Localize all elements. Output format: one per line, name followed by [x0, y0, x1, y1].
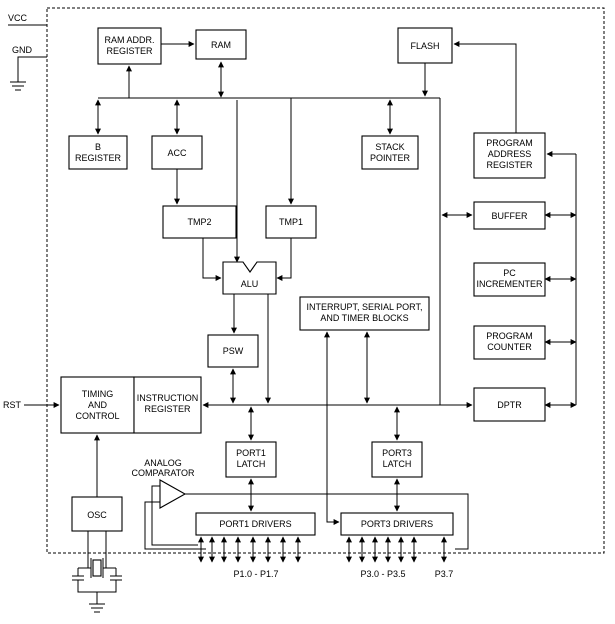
timing-and-control-block: TIMING AND CONTROL: [60, 376, 135, 434]
ram-addr-register-block: RAM ADDR. REGISTER: [97, 27, 162, 65]
p3-pin-label: P3.0 - P3.5: [360, 569, 405, 579]
svg-text:ALU: ALU: [241, 279, 259, 289]
svg-text:CONTROL: CONTROL: [75, 411, 119, 421]
svg-text:PROGRAM: PROGRAM: [486, 138, 533, 148]
interrupt-serial-timer-block: INTERRUPT, SERIAL PORT, AND TIMER BLOCKS: [299, 296, 430, 331]
svg-text:ADDRESS: ADDRESS: [488, 149, 532, 159]
port3-pins: [346, 536, 447, 563]
svg-text:PROGRAM: PROGRAM: [486, 331, 533, 341]
port1-latch-block: PORT1 LATCH: [225, 441, 277, 478]
svg-text:TMP1: TMP1: [279, 217, 303, 227]
rst-input: RST: [3, 400, 60, 410]
svg-text:PORT3 DRIVERS: PORT3 DRIVERS: [361, 519, 433, 529]
vcc-rail: VCC: [8, 13, 47, 26]
crystal-circuit: [72, 531, 122, 613]
svg-text:AND TIMER BLOCKS: AND TIMER BLOCKS: [320, 313, 408, 323]
svg-text:ANALOG: ANALOG: [144, 458, 182, 468]
p37-pin-label: P3.7: [435, 569, 454, 579]
svg-text:PC: PC: [503, 268, 516, 278]
dptr-block: DPTR: [473, 387, 546, 422]
svg-text:ACC: ACC: [167, 148, 187, 158]
svg-text:PORT1: PORT1: [236, 448, 266, 458]
svg-text:BUFFER: BUFFER: [492, 211, 529, 221]
program-bus: [544, 151, 577, 408]
gnd-rail: GND: [10, 45, 47, 91]
svg-text:FLASH: FLASH: [410, 41, 439, 51]
internal-bus: [98, 97, 441, 406]
ram-block: RAM: [195, 29, 247, 60]
svg-text:TMP2: TMP2: [187, 217, 211, 227]
svg-text:COMPARATOR: COMPARATOR: [131, 468, 195, 478]
port3-drivers-block: PORT3 DRIVERS: [340, 512, 454, 536]
svg-text:LATCH: LATCH: [383, 459, 412, 469]
svg-text:REGISTER: REGISTER: [144, 404, 191, 414]
tmp1-block: TMP1: [265, 205, 317, 239]
svg-text:DPTR: DPTR: [497, 400, 522, 410]
svg-text:POINTER: POINTER: [370, 153, 411, 163]
psw-block: PSW: [207, 334, 259, 368]
instruction-register-block: INSTRUCTION REGISTER: [133, 376, 202, 434]
svg-text:B: B: [95, 142, 101, 152]
stack-pointer-block: STACK POINTER: [361, 135, 419, 170]
analog-comparator: ANALOG COMPARATOR: [131, 458, 469, 550]
program-counter-block: PROGRAM COUNTER: [473, 325, 546, 360]
svg-text:INCREMENTER: INCREMENTER: [476, 279, 543, 289]
svg-text:PSW: PSW: [223, 346, 244, 356]
svg-text:TIMING: TIMING: [82, 389, 114, 399]
svg-text:OSC: OSC: [87, 510, 107, 520]
buffer-block: BUFFER: [473, 201, 546, 230]
port1-pins: [198, 536, 301, 563]
flash-block: FLASH: [397, 27, 453, 64]
rst-label: RST: [3, 400, 22, 410]
svg-text:LATCH: LATCH: [237, 459, 266, 469]
svg-text:RAM ADDR.: RAM ADDR.: [104, 35, 154, 45]
tmp2-block: TMP2: [162, 205, 237, 239]
b-register-block: B REGISTER: [68, 135, 128, 170]
svg-text:INSTRUCTION: INSTRUCTION: [137, 393, 199, 403]
svg-text:PORT1 DRIVERS: PORT1 DRIVERS: [219, 519, 291, 529]
vcc-label: VCC: [8, 13, 28, 23]
svg-text:RAM: RAM: [211, 40, 231, 50]
port3-latch-block: PORT3 LATCH: [371, 441, 423, 478]
svg-text:REGISTER: REGISTER: [75, 153, 122, 163]
p1-pin-label: P1.0 - P1.7: [233, 569, 278, 579]
svg-text:COUNTER: COUNTER: [487, 342, 532, 352]
port1-drivers-block: PORT1 DRIVERS: [195, 512, 316, 536]
svg-text:REGISTER: REGISTER: [106, 46, 153, 56]
acc-block: ACC: [151, 135, 203, 170]
svg-text:PORT3: PORT3: [382, 448, 412, 458]
svg-text:INTERRUPT, SERIAL PORT,: INTERRUPT, SERIAL PORT,: [306, 302, 422, 312]
gnd-label: GND: [12, 45, 33, 55]
program-address-register-block: PROGRAM ADDRESS REGISTER: [473, 132, 546, 179]
chip-boundary: [46, 7, 605, 554]
alu-block: ALU: [222, 261, 277, 295]
pc-incrementer-block: PC INCREMENTER: [473, 262, 546, 297]
svg-text:REGISTER: REGISTER: [486, 160, 533, 170]
svg-text:STACK: STACK: [375, 142, 404, 152]
osc-block: OSC: [71, 496, 123, 532]
svg-text:AND: AND: [88, 400, 108, 410]
